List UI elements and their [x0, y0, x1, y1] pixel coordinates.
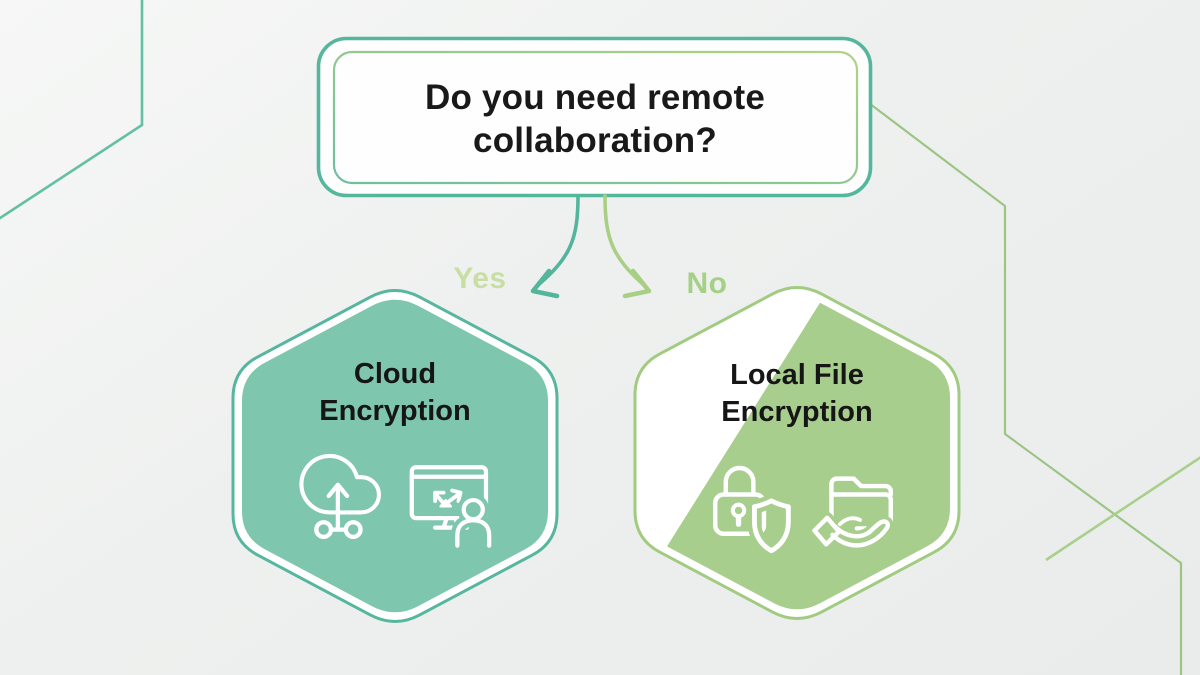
- question-box-outer-border: [316, 36, 873, 198]
- question-box: [316, 36, 873, 198]
- monitor-share-user-icon: [409, 465, 496, 552]
- question-text: Do you need remote collaboration?: [424, 78, 766, 161]
- cloud-encryption-hexagon: [231, 289, 559, 623]
- lock-shield-icon: [712, 465, 796, 556]
- folder-hand-icon: [808, 476, 894, 552]
- no-label: No: [686, 267, 728, 300]
- background-hexagon-line-bottom-right: [1045, 456, 1200, 562]
- background-hexagon-line-top-left: [0, 0, 144, 220]
- question-box-inner-border: [332, 50, 859, 185]
- no-arrow: [603, 194, 652, 299]
- no-arrowhead-icon: [622, 268, 652, 299]
- local-file-encryption-title: Local File Encryption: [721, 359, 873, 428]
- yes-label: Yes: [453, 262, 507, 295]
- yes-arrowhead-icon: [530, 268, 560, 299]
- cloud-encryption-title: Cloud Encryption: [319, 358, 471, 427]
- yes-arrow: [530, 194, 580, 299]
- cloud-upload-icon: [299, 453, 381, 540]
- background-hexagon-line-right: [852, 90, 1183, 675]
